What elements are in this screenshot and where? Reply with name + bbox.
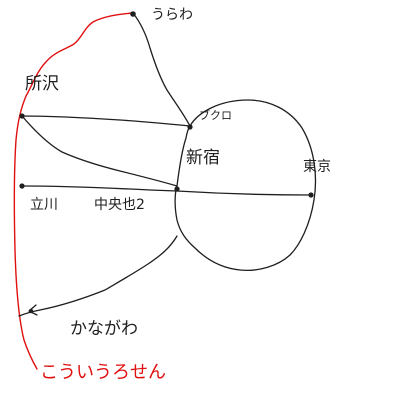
tokorozawa-label: 所沢 bbox=[25, 74, 59, 94]
red-line-label: こういうろせん bbox=[40, 362, 166, 383]
tachikawa-station[interactable] bbox=[19, 183, 25, 189]
ikebukuro-station[interactable] bbox=[187, 124, 193, 130]
kanagawa-line[interactable] bbox=[18, 235, 178, 317]
tokorozawa-station[interactable] bbox=[19, 113, 25, 119]
tokyo-label: 東京 bbox=[303, 159, 331, 175]
urawa-line[interactable] bbox=[132, 12, 191, 127]
red-route-line[interactable] bbox=[13, 12, 134, 370]
tachikawa-label: 立川 bbox=[30, 197, 58, 213]
ikebukuro-label: ブクロ bbox=[199, 109, 232, 122]
chuo-line[interactable] bbox=[21, 185, 312, 196]
tokorozawa-ikebukuro-line[interactable] bbox=[21, 115, 191, 127]
kanagawa-label: かながわ bbox=[70, 319, 138, 339]
kanagawa-station[interactable] bbox=[28, 308, 34, 314]
tokorozawa-shinjuku-line[interactable] bbox=[21, 115, 178, 187]
urawa-station[interactable] bbox=[130, 11, 136, 17]
chuo-line-label: 中央也2 bbox=[94, 197, 145, 213]
urawa-label: うらわ bbox=[151, 7, 193, 23]
yamanote-loop[interactable] bbox=[174, 99, 317, 272]
shinjuku-station[interactable] bbox=[174, 186, 180, 192]
shinjuku-label: 新宿 bbox=[186, 148, 220, 168]
tokyo-station[interactable] bbox=[308, 192, 314, 198]
